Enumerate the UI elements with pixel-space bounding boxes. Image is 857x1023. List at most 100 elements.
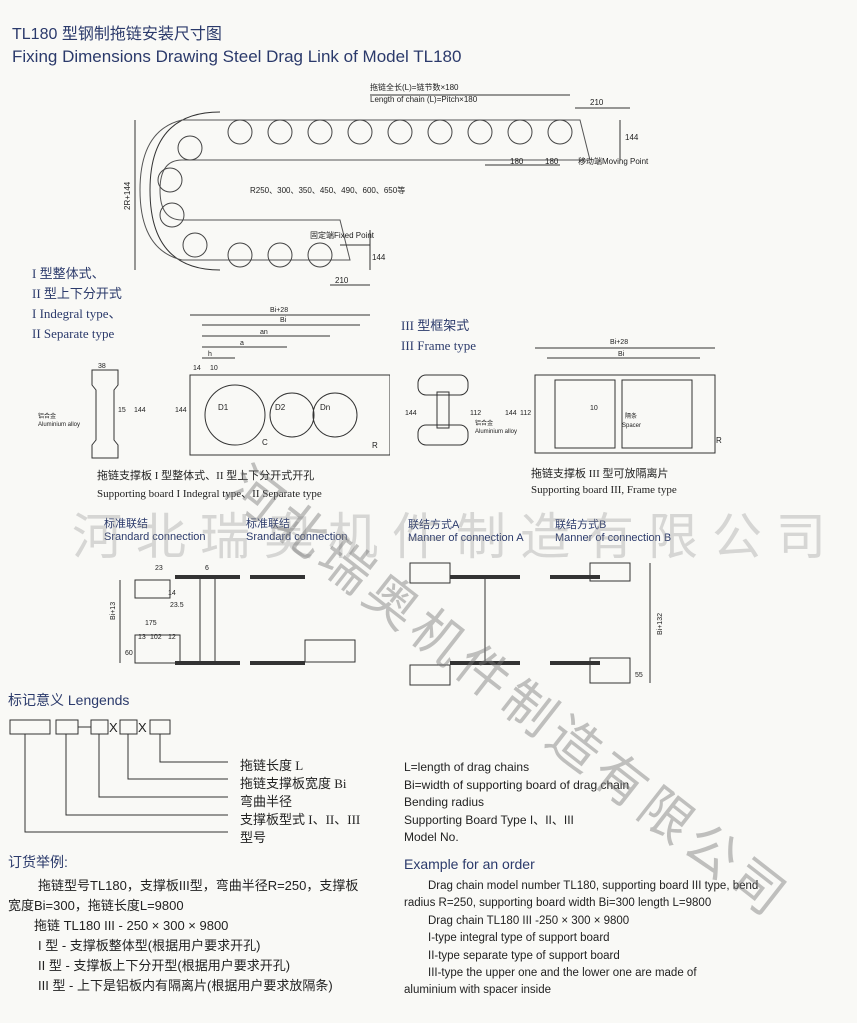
type3-cn: III 型框架式 <box>401 318 470 333</box>
order-cn-line: II 型 - 支撑板上下分开型(根据用户要求开孔) <box>38 958 291 973</box>
board-type3-drawing: Bi+28 Bi 144 112 144 112 10 隔条 Spacer 铝合… <box>405 339 722 454</box>
conn-en: Srandard connection <box>246 531 348 543</box>
legend-en: Model No. <box>404 830 459 845</box>
dim3-144a: 144 <box>405 410 417 417</box>
dim-180-a: 180 <box>510 157 524 166</box>
dim-102: 102 <box>150 634 162 641</box>
conn-cn: 联结方式A <box>408 519 460 531</box>
legend-cn: 支撑板型式 I、II、III <box>240 812 361 827</box>
connection-drawings: Bi+13 23 14 23.5 175 13 102 12 60 6 Bi+1… <box>110 562 664 686</box>
alloy-en: Aluminium alloy <box>38 422 80 428</box>
radius-list: R250、300、350、450、490、600、650等 <box>250 185 405 195</box>
type2-en: II Separate type <box>32 326 115 341</box>
dim-bi28: Bi+28 <box>270 307 288 314</box>
dim3-144b: 144 <box>505 410 517 417</box>
legend-cn: 拖链长度 L <box>240 758 304 773</box>
spacer-cn: 隔条 <box>625 412 637 420</box>
legend-en: Supporting Board Type I、II、III <box>404 812 574 827</box>
order-en-line: I-type integral type of support board <box>428 932 610 945</box>
legends-heading: 标记意义 Lengends <box>8 692 130 708</box>
dim-c: C <box>262 438 268 447</box>
dim-55: 55 <box>635 672 643 679</box>
legend-cn: 拖链支撑板宽度 Bi <box>240 776 347 791</box>
watermark-horizontal: 河北瑞奥机件制造有限公司 <box>72 508 840 566</box>
board3-caption-en: Supporting board III, Frame type <box>531 484 677 496</box>
conn-cn: 联结方式B <box>555 519 607 531</box>
dim3-r: R <box>716 436 722 445</box>
order-en-lines: Drag chain model number TL180, supportin… <box>404 878 758 1000</box>
legend-items-cn: 拖链长度 L 拖链支撑板宽度 Bi 弯曲半径 支撑板型式 I、II、III 型号 <box>240 757 360 847</box>
dim3-10: 10 <box>590 405 598 412</box>
dim-144-bottom: 144 <box>372 253 386 262</box>
order-en-heading: Example for an order <box>404 856 535 872</box>
chain-length-cn: 拖链全长(L)=链节数×180 <box>370 82 459 92</box>
alloy3-cn: 铝合金 <box>475 419 493 427</box>
dim-14: 14 <box>193 365 201 372</box>
order-cn-line: 宽度Bi=300，拖链长度L=9800 <box>8 898 184 913</box>
alloy-cn: 铝合金 <box>38 412 56 420</box>
dim-15: 15 <box>118 407 126 414</box>
dim-144-top: 144 <box>625 133 639 142</box>
dim-210-top: 210 <box>590 98 604 107</box>
dim-bi132: Bi+132 <box>657 613 664 635</box>
board-type12-drawing: Bi+28 Bi an a h 14 10 38 15 144 144 铝合金 … <box>38 307 390 459</box>
dim-c14: 14 <box>168 590 176 597</box>
order-cn-line: I 型 - 支撑板整体型(根据用户要求开孔) <box>38 938 261 953</box>
dim-210-bottom: 210 <box>335 276 349 285</box>
chain-length-en: Length of chain (L)=Pitch×180 <box>370 95 478 104</box>
dim3-bi: Bi <box>618 351 625 358</box>
order-cn-line: III 型 - 上下是铝板内有隔离片(根据用户要求放隔条) <box>38 978 333 993</box>
order-cn-line: 拖链 TL180 III - 250 × 300 × 9800 <box>34 918 229 933</box>
dim-180-b: 180 <box>545 157 559 166</box>
board3-caption-cn: 拖链支撑板 III 型可放隔离片 <box>531 468 669 480</box>
alloy3-en: Aluminium alloy <box>475 429 517 435</box>
dim-h: h <box>208 351 212 358</box>
dim3-112b: 112 <box>520 410 531 417</box>
legend-en: Bending radius <box>404 795 485 810</box>
dim-bi: Bi <box>280 317 287 324</box>
dim-12: 12 <box>168 634 176 641</box>
order-en-line: aluminium with spacer inside <box>404 984 552 997</box>
spacer-en: Spacer <box>622 423 641 429</box>
legend-items-en: L=length of drag chains Bi=width of supp… <box>404 759 629 847</box>
hole-d1: D1 <box>218 403 229 412</box>
type3-labels: III 型框架式 III Frame type <box>401 316 476 356</box>
dim-60: 60 <box>125 650 133 657</box>
order-en-line: radius R=250, supporting board width Bi=… <box>404 897 712 910</box>
title-en: Fixing Dimensions Drawing Steel Drag Lin… <box>12 47 462 66</box>
dim3-bi28: Bi+28 <box>610 339 628 346</box>
dim-175: 175 <box>145 620 157 627</box>
fixed-point-label: 固定端Fixed Point <box>310 230 375 240</box>
hole-d2: D2 <box>275 403 286 412</box>
order-cn-lines: 拖链型号TL180，支撑板III型，弯曲半径R=250，支撑板 宽度Bi=300… <box>8 876 358 996</box>
conn-en: Srandard connection <box>104 531 206 543</box>
order-cn-heading: 订货举例: <box>8 854 68 870</box>
board12-caption-cn: 拖链支撑板 I 型整体式、II 型上下分开式开孔 <box>97 470 315 482</box>
height-label: 2R+144 <box>123 181 132 210</box>
legend-cn: 弯曲半径 <box>240 794 293 809</box>
legend-en: Bi=width of supporting board of drag cha… <box>404 777 630 792</box>
board12-caption-en: Supporting board I Indegral type、II Sepa… <box>97 488 322 500</box>
type1-cn: I 型整体式、 <box>32 266 105 281</box>
title-cn: TL180 型钢制拖链安装尺寸图 <box>12 26 222 43</box>
type12-labels: I 型整体式、 II 型上下分开式 I Indegral type、 II Se… <box>32 264 122 344</box>
conn-cn: 标准联结 <box>104 518 148 530</box>
dim-144b: 144 <box>175 407 187 414</box>
dim-144a: 144 <box>134 407 146 414</box>
dim-23-5: 23.5 <box>170 602 184 609</box>
dim-r: R <box>372 441 378 450</box>
dim-bi13: Bi+13 <box>110 602 117 620</box>
legend-en: L=length of drag chains <box>404 760 530 774</box>
type2-cn: II 型上下分开式 <box>32 286 122 301</box>
dim-13: 13 <box>138 634 146 641</box>
dim-6: 6 <box>205 565 209 572</box>
order-en-line: II-type separate type of support board <box>428 949 620 962</box>
dim-10: 10 <box>210 365 218 372</box>
type3-en: III Frame type <box>401 338 477 353</box>
dim-38: 38 <box>98 363 106 370</box>
